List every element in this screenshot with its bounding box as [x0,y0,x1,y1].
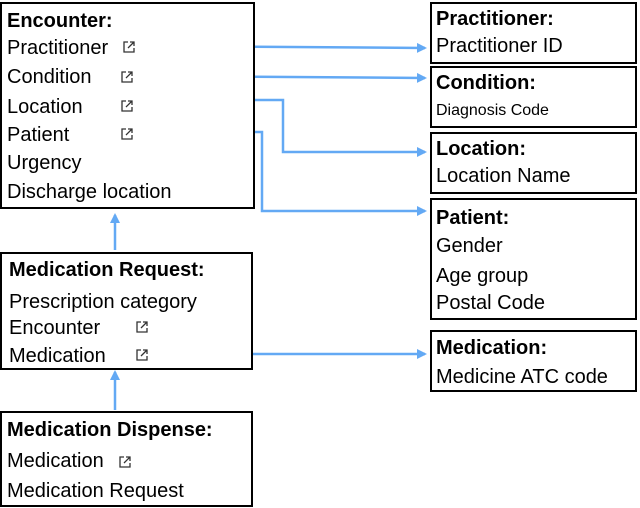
medication-request-title: Medication Request: [9,259,205,281]
encounter-field-discharge-location: Discharge location [7,181,172,203]
encounter-title: Encounter: [7,10,113,32]
medication-dispense-field-medication-request: Medication Request [7,480,184,502]
medication-request-field-encounter: Encounter [9,317,101,339]
condition-title: Condition: [436,72,536,94]
encounter-field-patient: Patient [7,124,70,146]
external-link-icon[interactable] [120,127,134,141]
external-link-icon[interactable] [118,455,132,469]
external-link-icon[interactable] [120,70,134,84]
location-field-name: Location Name [436,165,571,187]
condition-box [430,66,637,128]
practitioner-box [430,2,637,64]
medication-request-field-prescription-category: Prescription category [9,291,197,313]
medication-dispense-box [0,411,253,507]
condition-field-diagnosis-code: Diagnosis Code [436,102,549,119]
medication-request-box [0,252,253,370]
practitioner-title: Practitioner: [436,8,554,30]
patient-field-postal-code: Postal Code [436,292,545,314]
medication-dispense-field-medication: Medication [7,450,104,472]
encounter-field-location: Location [7,96,83,118]
external-link-icon[interactable] [135,320,149,334]
encounter-field-practitioner: Practitioner [7,37,109,59]
encounter-field-urgency: Urgency [7,152,82,174]
patient-field-gender: Gender [436,235,503,257]
medication-field-atc-code: Medicine ATC code [436,366,608,388]
medication-dispense-title: Medication Dispense: [7,419,213,441]
medication-box [430,330,637,392]
patient-box [430,198,637,320]
medication-request-field-medication: Medication [9,345,106,367]
patient-field-age-group: Age group [436,265,529,287]
medication-title: Medication: [436,337,548,359]
location-box [430,132,637,194]
patient-title: Patient: [436,207,510,229]
location-title: Location: [436,138,526,160]
encounter-field-condition: Condition [7,66,92,88]
external-link-icon[interactable] [122,40,136,54]
practitioner-field-id: Practitioner ID [436,35,563,57]
external-link-icon[interactable] [135,348,149,362]
external-link-icon[interactable] [120,99,134,113]
